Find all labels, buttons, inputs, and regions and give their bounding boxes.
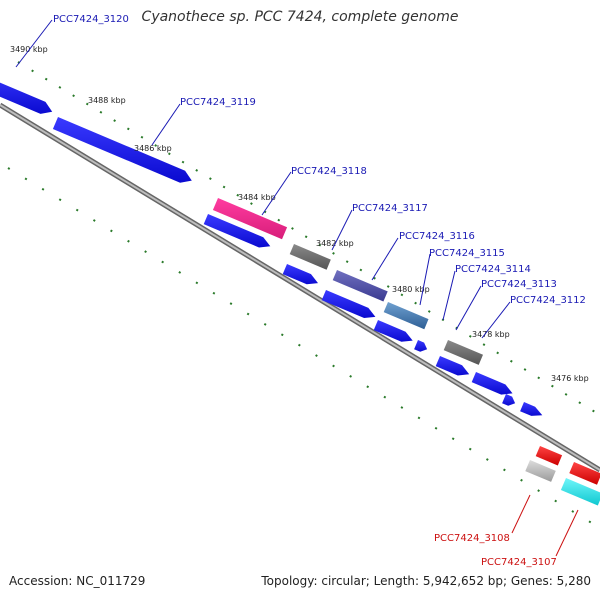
cds-feature	[203, 214, 271, 248]
cds-feature	[52, 117, 192, 183]
backbone	[0, 102, 600, 473]
gene-label: PCC7424_3118	[291, 166, 367, 177]
scale-label: 3478 kbp	[472, 330, 510, 339]
tick-marks	[7, 61, 600, 529]
cds-feature-reverse	[535, 446, 563, 466]
gene-label: PCC7424_3115	[429, 248, 505, 259]
gene-label: PCC7424_3113	[481, 279, 557, 290]
gene-features	[0, 82, 600, 506]
gene-feature	[383, 302, 429, 330]
gene-label: PCC7424_3114	[455, 264, 531, 275]
genome-summary-text: Topology: circular; Length: 5,942,652 bp…	[261, 574, 591, 588]
tick-mark-row-outer	[17, 61, 600, 416]
cds-feature	[373, 320, 413, 342]
gene-label: PCC7424_3117	[352, 203, 428, 214]
gene-label: PCC7424_3116	[399, 231, 475, 242]
scale-labels: 3490 kbp 3488 kbp 3486 kbp 3484 kbp 3482…	[10, 45, 589, 383]
gene-label: PCC7424_3107	[481, 557, 557, 568]
cds-feature	[502, 394, 516, 406]
label-leaders	[15, 19, 579, 557]
gene-feature	[560, 478, 600, 506]
gene-feature	[443, 340, 483, 365]
cds-feature	[0, 82, 53, 114]
map-title: Cyanothece sp. PCC 7424, complete genome	[141, 9, 459, 25]
gene-label: PCC7424_3119	[180, 97, 256, 108]
cds-feature	[282, 264, 318, 285]
scale-label: 3480 kbp	[392, 285, 430, 294]
gene-feature	[525, 460, 556, 482]
scale-label: 3484 kbp	[238, 193, 276, 202]
scale-label: 3488 kbp	[88, 96, 126, 105]
gene-label: PCC7424_3120	[53, 14, 129, 25]
cds-feature	[435, 356, 470, 376]
scale-label: 3476 kbp	[551, 374, 589, 383]
gene-labels: PCC7424_3120 PCC7424_3119 PCC7424_3118 P…	[53, 14, 586, 568]
accession-text: Accession: NC_011729	[9, 574, 146, 588]
tick-mark-row-inner	[7, 167, 600, 529]
gene-label: PCC7424_3112	[510, 295, 586, 306]
gene-feature	[289, 244, 331, 270]
gene-label: PCC7424_3108	[434, 533, 510, 544]
cds-feature	[471, 372, 513, 395]
cds-feature-reverse	[569, 462, 600, 485]
scale-label: 3486 kbp	[134, 144, 172, 153]
cds-feature	[414, 340, 428, 352]
gene-feature	[212, 198, 288, 240]
gene-feature	[332, 270, 388, 302]
cds-feature	[520, 402, 543, 416]
cds-feature	[321, 290, 376, 318]
